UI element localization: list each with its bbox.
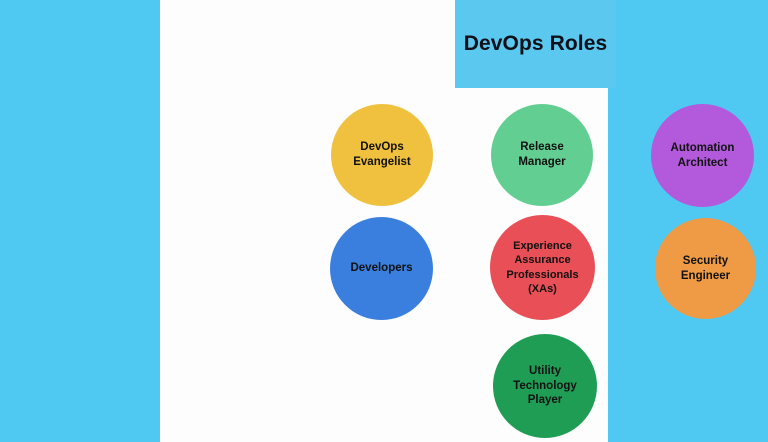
role-label-devops-evangelist: DevOps Evangelist	[353, 141, 411, 168]
role-label-utility-technology-player: Utility Technology Player	[513, 364, 577, 407]
role-circle-security-engineer[interactable]: Security Engineer	[655, 218, 756, 319]
content-panel: DevOps Roles DevOps Evangelist Release M…	[160, 0, 756, 442]
role-circle-automation-architect[interactable]: Automation Architect	[651, 104, 754, 207]
page-title: DevOps Roles	[463, 32, 608, 56]
role-label-security-engineer: Security Engineer	[680, 254, 731, 282]
role-label-experience-assurance-professionals: Experience Assurance Professionals (XAs)	[506, 240, 579, 295]
role-circle-utility-technology-player[interactable]: Utility Technology Player	[493, 334, 597, 438]
title-banner: DevOps Roles	[455, 0, 616, 88]
role-label-release-manager: Release Manager	[518, 141, 566, 168]
role-circle-developers[interactable]: Developers	[330, 217, 433, 320]
role-circle-release-manager[interactable]: Release Manager	[491, 104, 593, 206]
role-circle-experience-assurance-professionals[interactable]: Experience Assurance Professionals (XAs)	[490, 215, 595, 320]
role-label-automation-architect: Automation Architect	[670, 141, 735, 169]
role-circle-devops-evangelist[interactable]: DevOps Evangelist	[331, 104, 433, 206]
role-label-developers: Developers	[350, 262, 413, 275]
